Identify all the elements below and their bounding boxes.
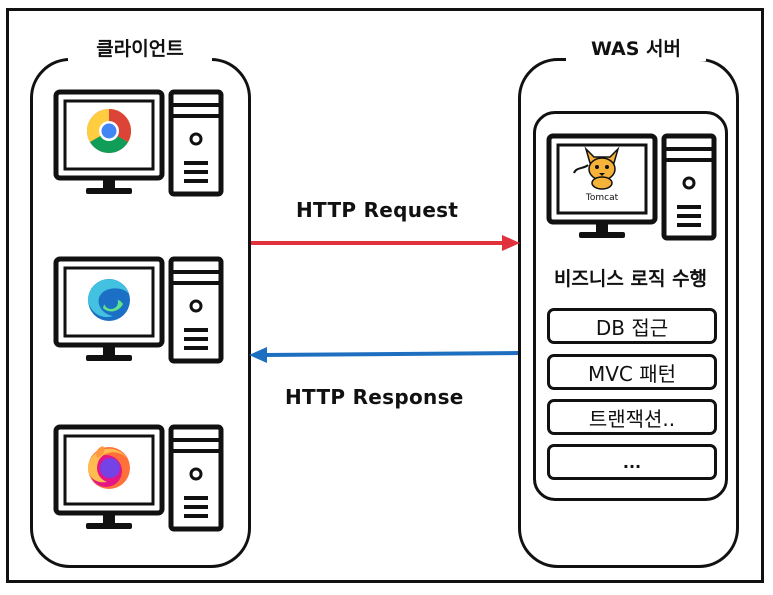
client-pc-edge bbox=[53, 256, 224, 364]
response-arrow bbox=[249, 347, 519, 363]
diagram-frame bbox=[6, 8, 764, 583]
feature-more: ... bbox=[547, 444, 717, 480]
chrome-icon bbox=[87, 109, 131, 153]
response-label: HTTP Response bbox=[285, 385, 464, 409]
server-inner-box bbox=[533, 111, 728, 501]
client-pc-chrome bbox=[53, 89, 224, 197]
firefox-icon bbox=[87, 446, 130, 489]
request-arrow bbox=[251, 235, 520, 251]
feature-mvc-pattern: MVC 패턴 bbox=[547, 354, 717, 390]
feature-db-access: DB 접근 bbox=[547, 308, 717, 344]
server-pc-tomcat: Tomcat bbox=[546, 133, 717, 241]
feature-transaction: 트랜잭션.. bbox=[547, 399, 717, 435]
client-pc-firefox bbox=[53, 424, 224, 532]
server-title: WAS 서버 bbox=[566, 34, 706, 61]
request-label: HTTP Request bbox=[296, 198, 459, 222]
tomcat-logo-text: Tomcat bbox=[585, 193, 619, 203]
tomcat-logo bbox=[573, 146, 620, 190]
edge-icon bbox=[87, 279, 130, 321]
client-title: 클라이언트 bbox=[68, 34, 212, 61]
business-logic-title: 비즈니스 로직 수행 bbox=[553, 268, 708, 290]
